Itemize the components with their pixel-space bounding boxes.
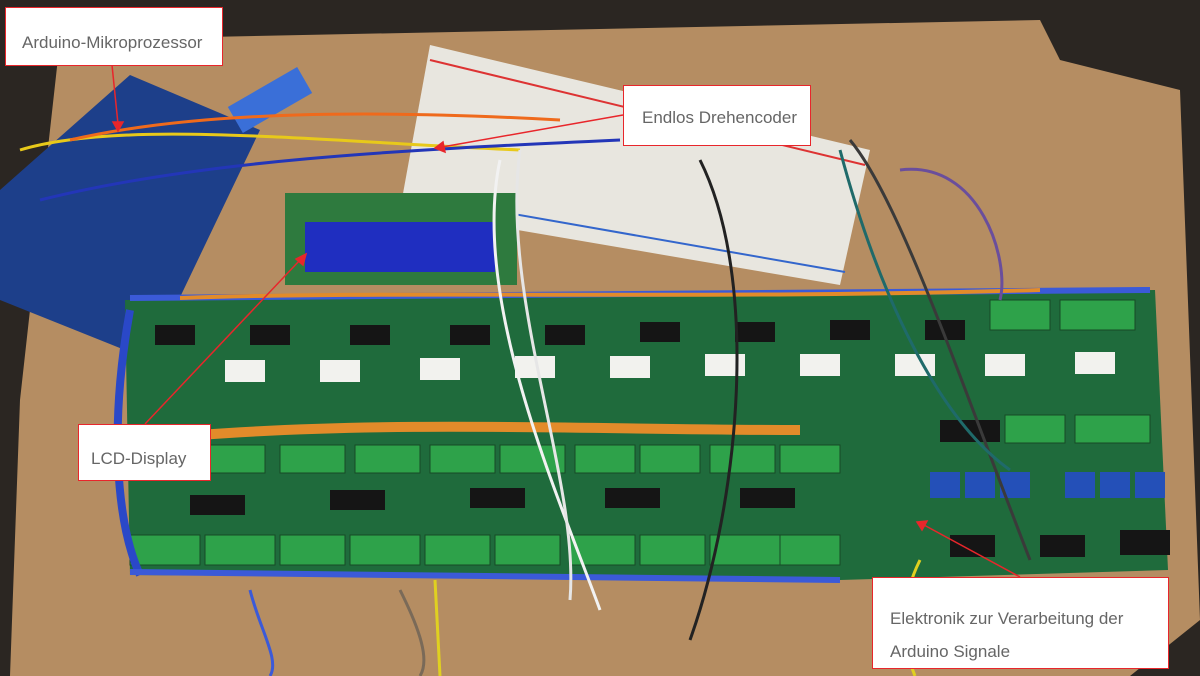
relays [225,352,1115,382]
callout-electronics-line2: Arduino Signale [890,642,1011,661]
blue-pots [930,472,1165,498]
arduino-board [0,75,260,360]
callout-electronics-line1: Elektronik zur Verarbeitung der [890,609,1124,628]
annotation-arrows [111,64,1021,578]
callout-encoder: Endlos Drehencoder [623,85,811,146]
callout-lcd-text: LCD-Display [91,449,187,468]
callout-arduino: Arduino-Mikroprozessor [5,7,223,66]
callout-arduino-text: Arduino-Mikroprozessor [22,33,203,52]
callout-lcd: LCD-Display [78,424,211,481]
lcd-screen [305,222,495,272]
wires [19,112,1151,676]
callout-encoder-text: Endlos Drehencoder [642,108,797,127]
black-connectors [155,320,1170,557]
callout-electronics: Elektronik zur Verarbeitung der Arduino … [872,577,1169,669]
